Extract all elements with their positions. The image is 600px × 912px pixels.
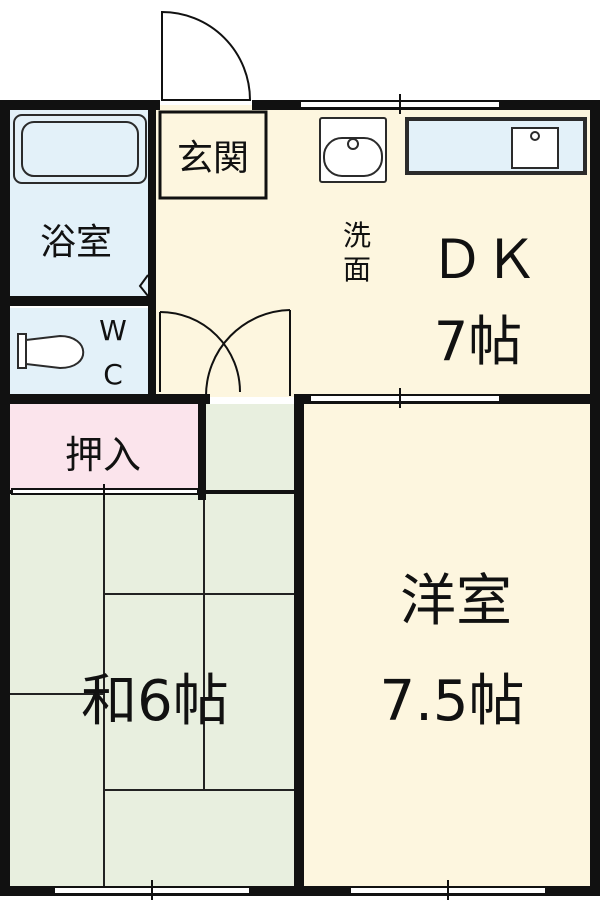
kitchen-counter [405,117,587,175]
washitsu-floor [10,494,298,886]
tatami-lines [10,494,298,886]
front-door[interactable] [161,10,252,101]
toilet-icon [17,333,85,370]
wc-label-c: C [103,358,123,391]
closet-floor [10,404,200,494]
youshitsu-size-label: 7.5帖 [379,669,524,734]
closet-label: 押入 [65,433,141,477]
washbasin-icon [319,117,387,183]
washroom-label-2: 面 [343,253,371,286]
washroom-label-1: 洗 [343,219,371,252]
wc-label-w: W [99,314,127,347]
bath-label: 浴室 [40,222,112,263]
entrance-floor [160,110,268,198]
bathtub [13,114,147,184]
entrance-label: 玄関 [177,138,249,179]
entrance-step [158,110,268,200]
hall-tatami [204,404,298,494]
windows [11,94,547,900]
dk-door[interactable] [205,309,291,397]
washitsu-label: 和6帖 [81,669,229,734]
wc-door[interactable] [159,311,241,393]
dk-name-label: ＤＫ [430,228,538,291]
youshitsu-name-label: 洋室 [400,569,512,634]
dk-size-label: 7帖 [434,310,522,373]
youshitsu-floor [304,404,592,886]
bath-door-marker [138,274,149,297]
